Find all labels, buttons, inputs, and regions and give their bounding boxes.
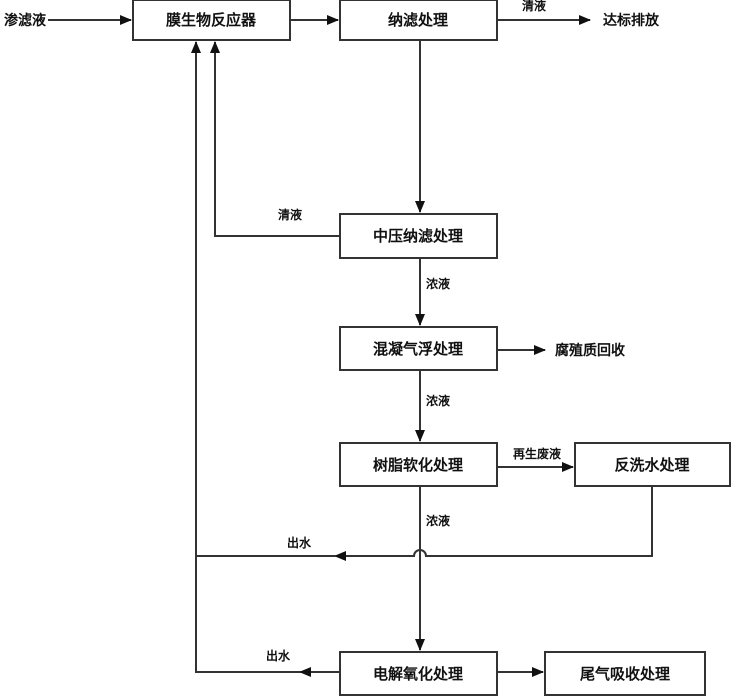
edge-label-mpnf-permeate: 清液: [278, 207, 302, 222]
edge-label-regen-waste: 再生废液: [513, 446, 561, 461]
node-mpnf-label: 中压纳滤处理: [373, 227, 463, 245]
node-resin-label: 树脂软化处理: [373, 456, 463, 474]
arrow-backwash-effluent: [334, 486, 653, 561]
node-electro: 电解氧化处理: [339, 651, 498, 696]
edge-label-resin-concentrate: 浓液: [426, 513, 450, 528]
node-mbr-label: 膜生物反应器: [166, 11, 257, 29]
node-mbr: 膜生物反应器: [132, 0, 291, 41]
node-discharge-label: 达标排放: [603, 12, 660, 29]
node-backwash-label: 反洗水处理: [614, 456, 689, 474]
node-backwash: 反洗水处理: [574, 442, 731, 487]
node-nf-label: 纳滤处理: [388, 11, 448, 29]
node-tailgas: 尾气吸收处理: [544, 651, 706, 696]
edge-label-coag-concentrate: 浓液: [426, 393, 450, 408]
arrow-effluent-to-mbr: [191, 41, 300, 673]
arrow-mpnf-to-mbr: [210, 41, 340, 237]
edge-label-backwash-effluent: 出水: [287, 535, 312, 550]
edge-label-nf-permeate: 清液: [522, 0, 546, 13]
node-electro-label: 电解氧化处理: [373, 665, 463, 683]
node-nf: 纳滤处理: [339, 0, 498, 41]
edge-label-mpnf-concentrate: 浓液: [426, 276, 450, 291]
node-tailgas-label: 尾气吸收处理: [580, 665, 670, 683]
edge-label-electro-effluent: 出水: [266, 648, 291, 663]
node-input-label: 渗滤液: [4, 12, 47, 29]
node-coag: 混凝气浮处理: [339, 326, 498, 371]
node-resin: 树脂软化处理: [339, 442, 498, 487]
node-coag-label: 混凝气浮处理: [373, 340, 463, 358]
node-humic-label: 腐殖质回收: [555, 342, 626, 359]
node-mpnf: 中压纳滤处理: [339, 213, 498, 259]
